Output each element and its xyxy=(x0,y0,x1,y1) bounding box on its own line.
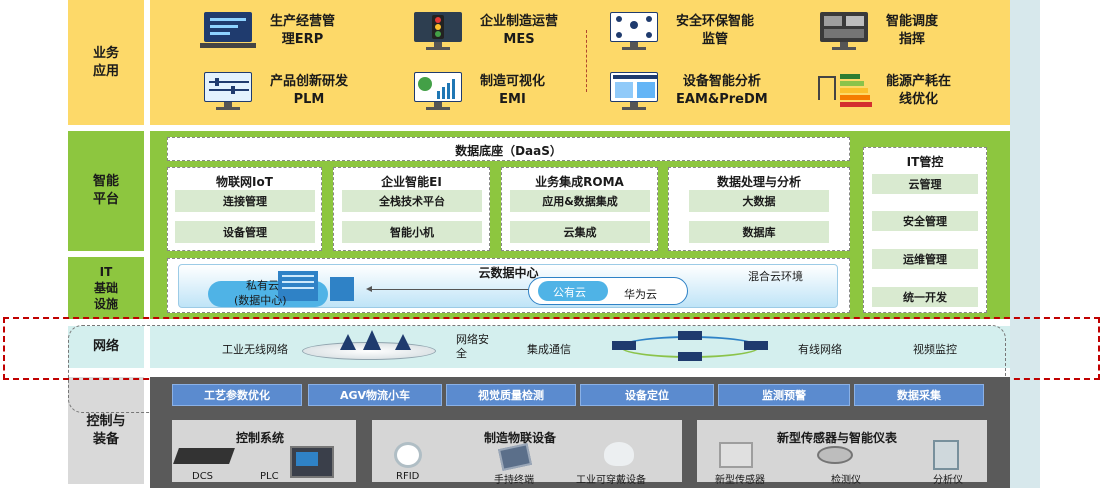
module-data: 数据处理与分析 大数据 数据库 xyxy=(668,167,850,251)
biz-emi[interactable]: 制造可视化 EMI xyxy=(410,72,545,110)
dcs-device-icon xyxy=(173,448,235,464)
eam-monitor-icon xyxy=(606,72,662,110)
biz-erp[interactable]: 生产经营管 理ERP xyxy=(200,12,335,50)
module-roma-title: 业务集成ROMA xyxy=(535,175,624,189)
cloud-datacenter-box: 云数据中心 私有云 (数据中心) 公有云 华为云 混合云环境 xyxy=(167,258,850,313)
label-control: 控制与 装备 xyxy=(68,377,144,484)
device-plc-label: PLC xyxy=(260,471,279,482)
device-rfid-label: RFID xyxy=(396,471,420,482)
sensor-icon xyxy=(719,442,753,468)
biz-safety[interactable]: 安全环保智能 监管 xyxy=(606,12,754,50)
biz-safety-label: 安全环保智能 监管 xyxy=(676,14,755,47)
network-band xyxy=(150,326,1010,368)
device-dcs-label: DCS xyxy=(192,471,214,482)
biz-mes-label: 企业制造运营 MES xyxy=(480,14,559,47)
energy-rating-icon xyxy=(816,72,872,110)
network-wireless[interactable]: 工业无线网络 xyxy=(222,343,288,356)
network-security[interactable]: 网络安 全 xyxy=(456,333,489,361)
network-highlight-frame xyxy=(3,317,1100,380)
data-database[interactable]: 数据库 xyxy=(689,221,829,243)
biz-plm-label: 产品创新研发 PLM xyxy=(270,74,349,107)
huawei-cloud-label: 华为云 xyxy=(624,288,657,301)
mes-traffic-light-icon xyxy=(410,12,466,50)
network-video-monitor[interactable]: 视频监控 xyxy=(913,343,957,356)
tab-visual-quality[interactable]: 视觉质量检测 xyxy=(446,384,576,406)
module-data-title: 数据处理与分析 xyxy=(716,175,801,189)
biz-dispatch-label: 智能调度 指挥 xyxy=(886,14,939,47)
private-cloud-sublabel: (数据中心) xyxy=(234,294,287,307)
device-handheld-label: 手持终端 xyxy=(494,475,534,486)
device-detector-label: 检测仪 xyxy=(831,475,861,486)
it-cloud-mgmt[interactable]: 云管理 xyxy=(872,174,978,194)
group-control-system: 控制系统 DCS PLC xyxy=(172,420,356,482)
group-iot-devices: 制造物联设备 RFID 手持终端 工业可穿戴设备 xyxy=(372,420,682,486)
module-iot-title: 物联网IoT xyxy=(216,175,273,189)
public-cloud-label: 公有云 xyxy=(553,286,586,299)
module-ei-title: 企业智能EI xyxy=(381,175,442,189)
it-control-box: IT管控 云管理 安全管理 运维管理 统一开发 xyxy=(863,147,987,313)
business-divider xyxy=(586,30,587,92)
iot-device-mgmt[interactable]: 设备管理 xyxy=(175,221,315,243)
safety-network-icon xyxy=(606,12,662,50)
cloud-link-arrow xyxy=(368,289,538,290)
biz-eam[interactable]: 设备智能分析 EAM&PreDM xyxy=(606,72,768,110)
ei-smart-machine[interactable]: 智能小机 xyxy=(342,221,482,243)
iot-connection-mgmt[interactable]: 连接管理 xyxy=(175,190,315,212)
dispatch-monitor-icon xyxy=(816,12,872,50)
it-unified-dev[interactable]: 统一开发 xyxy=(872,287,978,307)
tab-process-param[interactable]: 工艺参数优化 xyxy=(172,384,302,406)
ei-fullstack-platform[interactable]: 全栈技术平台 xyxy=(342,190,482,212)
hybrid-cloud-label: 混合云环境 xyxy=(748,270,803,283)
biz-dispatch[interactable]: 智能调度 指挥 xyxy=(816,12,938,50)
roma-app-data-integration[interactable]: 应用&数据集成 xyxy=(510,190,650,212)
module-roma: 业务集成ROMA 应用&数据集成 云集成 xyxy=(501,167,658,251)
erp-laptop-icon xyxy=(200,12,256,50)
biz-plm[interactable]: 产品创新研发 PLM xyxy=(200,72,348,110)
biz-energy[interactable]: 能源产耗在 线优化 xyxy=(816,72,951,110)
network-wired[interactable]: 有线网络 xyxy=(798,343,842,356)
label-platform: 智能 平台 xyxy=(68,131,144,251)
label-infra: IT 基础 设施 xyxy=(68,257,144,319)
handheld-terminal-icon xyxy=(498,443,532,471)
tab-device-location[interactable]: 设备定位 xyxy=(580,384,714,406)
roma-cloud-integration[interactable]: 云集成 xyxy=(510,221,650,243)
network-integrated-comm[interactable]: 集成通信 xyxy=(527,343,571,356)
biz-energy-label: 能源产耗在 线优化 xyxy=(886,74,952,107)
cloud-datacenter-title: 云数据中心 xyxy=(478,266,539,280)
right-background-strip xyxy=(1010,0,1040,488)
rfid-icon xyxy=(394,442,422,468)
biz-mes[interactable]: 企业制造运营 MES xyxy=(410,12,558,50)
plm-monitor-icon xyxy=(200,72,256,110)
group-iot-devices-title: 制造物联设备 xyxy=(484,431,557,445)
it-control-title: IT管控 xyxy=(906,155,944,169)
daas-box: 数据底座（DaaS） xyxy=(167,137,850,161)
device-wearable-label: 工业可穿戴设备 xyxy=(576,475,646,486)
wearable-device-icon xyxy=(604,442,634,466)
data-bigdata[interactable]: 大数据 xyxy=(689,190,829,212)
module-ei: 企业智能EI 全栈技术平台 智能小机 xyxy=(333,167,490,251)
tab-data-collection[interactable]: 数据采集 xyxy=(854,384,984,406)
analyzer-icon xyxy=(933,440,959,470)
device-analyzer-label: 分析仪 xyxy=(933,475,963,486)
group-sensors-title: 新型传感器与智能仪表 xyxy=(777,431,898,445)
biz-emi-label: 制造可视化 EMI xyxy=(480,74,546,107)
emi-dashboard-icon xyxy=(410,72,466,110)
group-sensors: 新型传感器与智能仪表 新型传感器 检测仪 分析仪 xyxy=(697,420,987,486)
it-security-mgmt[interactable]: 安全管理 xyxy=(872,211,978,231)
biz-erp-label: 生产经营管 理ERP xyxy=(270,14,336,47)
tab-agv[interactable]: AGV物流小车 xyxy=(308,384,442,406)
group-control-system-title: 控制系统 xyxy=(236,431,285,445)
it-ops-mgmt[interactable]: 运维管理 xyxy=(872,249,978,269)
daas-title: 数据底座（DaaS） xyxy=(455,144,562,158)
biz-eam-label: 设备智能分析 EAM&PreDM xyxy=(676,74,768,107)
label-business: 业务 应用 xyxy=(68,0,144,125)
device-sensor-label: 新型传感器 xyxy=(715,475,765,486)
detector-icon xyxy=(817,446,853,464)
module-iot: 物联网IoT 连接管理 设备管理 xyxy=(167,167,322,251)
tab-monitor-alert[interactable]: 监测预警 xyxy=(718,384,850,406)
private-cloud-label: 私有云 xyxy=(246,279,279,292)
